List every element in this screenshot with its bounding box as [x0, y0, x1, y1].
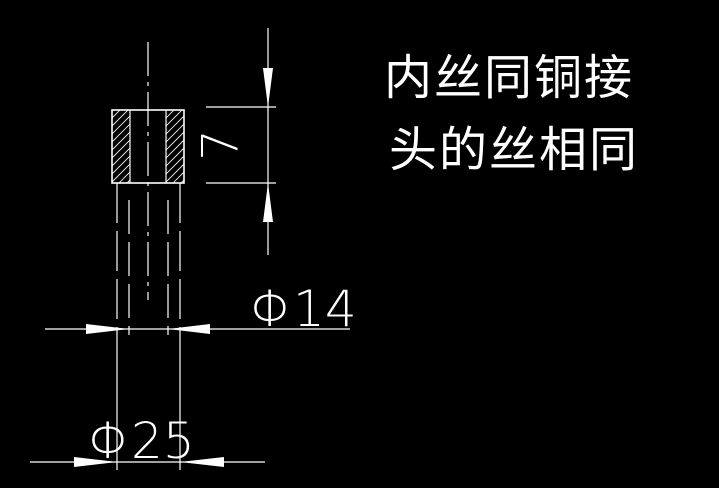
outer-diameter-label: Φ25 [88, 412, 195, 470]
dim25-arrow-right [180, 457, 224, 467]
annotation-line-1: 内丝同铜接 [384, 50, 635, 106]
thread-hatch-left [112, 110, 130, 183]
inner-diameter-label: Φ14 [250, 280, 357, 338]
dim25-arrow-left [74, 457, 117, 467]
dim-arrow-up [263, 183, 273, 222]
dim14-arrow-left [86, 324, 129, 334]
thread-hatch-right [166, 110, 184, 183]
dim-arrow-down [263, 68, 273, 107]
thread-length-label: 7 [192, 129, 250, 161]
dim14-arrow-right [168, 324, 210, 334]
annotation-line-2: 头的丝相同 [389, 122, 640, 178]
fitting-body-outline [111, 109, 185, 184]
